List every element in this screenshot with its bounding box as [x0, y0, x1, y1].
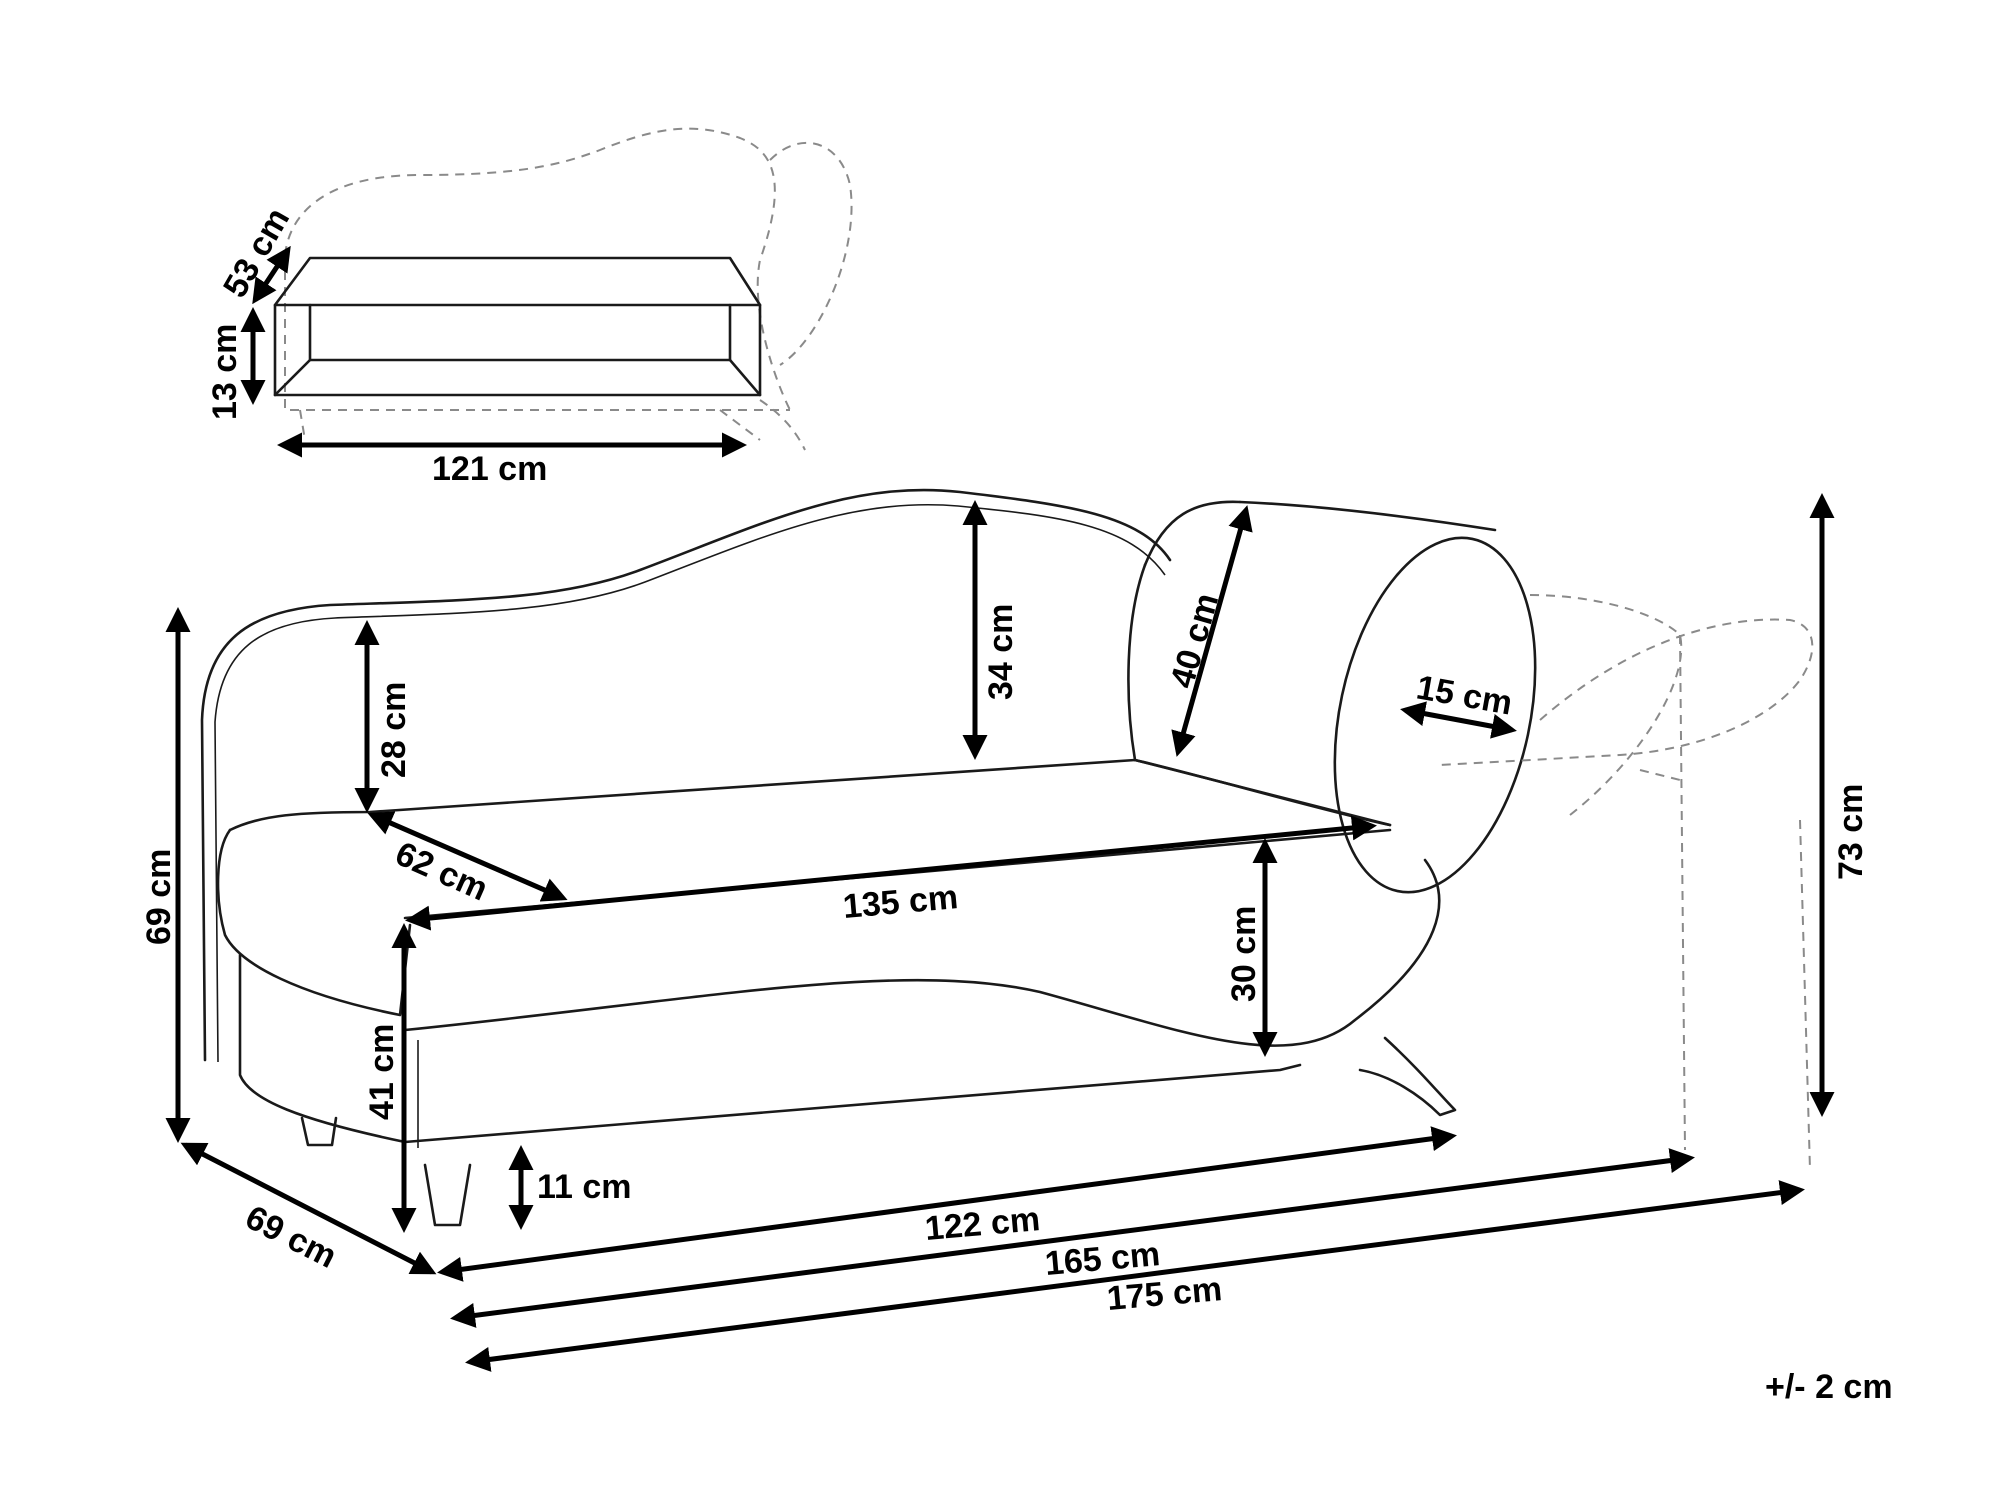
seat-length-label: 135 cm — [841, 878, 959, 926]
storage-box — [273, 256, 762, 397]
backrest-low-label: 28 cm — [375, 682, 413, 778]
backrest-high-label: 34 cm — [982, 604, 1020, 700]
tolerance-note: +/- 2 cm — [1765, 1368, 1893, 1406]
storage-detail: 53 cm 13 cm 121 cm — [206, 127, 853, 488]
seat-cushion-front — [216, 828, 412, 1017]
leg-front-right — [1358, 1036, 1457, 1117]
seat-height-label: 41 cm — [363, 1024, 401, 1120]
length-short-arrow — [450, 1148, 1695, 1328]
pillow-length-label: 40 cm — [1163, 589, 1226, 692]
storage-width-label: 121 cm — [432, 450, 547, 488]
seat-to-back-label: 30 cm — [1225, 906, 1263, 1002]
storage-ghost-legs — [299, 399, 806, 451]
seat-front-curve — [403, 858, 1441, 1047]
base-outline — [238, 953, 1302, 1144]
pillow-length-arrow — [1171, 505, 1253, 757]
leg-height-label: 11 cm — [537, 1168, 632, 1206]
leg-front-left — [423, 1163, 472, 1227]
overall-height-label: 69 cm — [140, 849, 178, 945]
height-with-pillow-label: 73 cm — [1832, 784, 1870, 880]
backrest-inner-line — [214, 503, 1166, 1063]
storage-ghost-pillow — [769, 141, 853, 366]
pillow-diameter-arrow — [1400, 701, 1517, 739]
storage-height-label: 13 cm — [206, 324, 244, 420]
total-depth-label: 69 cm — [239, 1198, 342, 1276]
storage-depth-arrow — [252, 245, 291, 305]
length-full-arrow — [465, 1180, 1805, 1372]
total-depth-arrow — [180, 1142, 437, 1275]
storage-ghost-outline — [284, 127, 791, 411]
seat-length-arrow — [405, 815, 1377, 931]
backrest-outline — [200, 488, 1172, 1062]
